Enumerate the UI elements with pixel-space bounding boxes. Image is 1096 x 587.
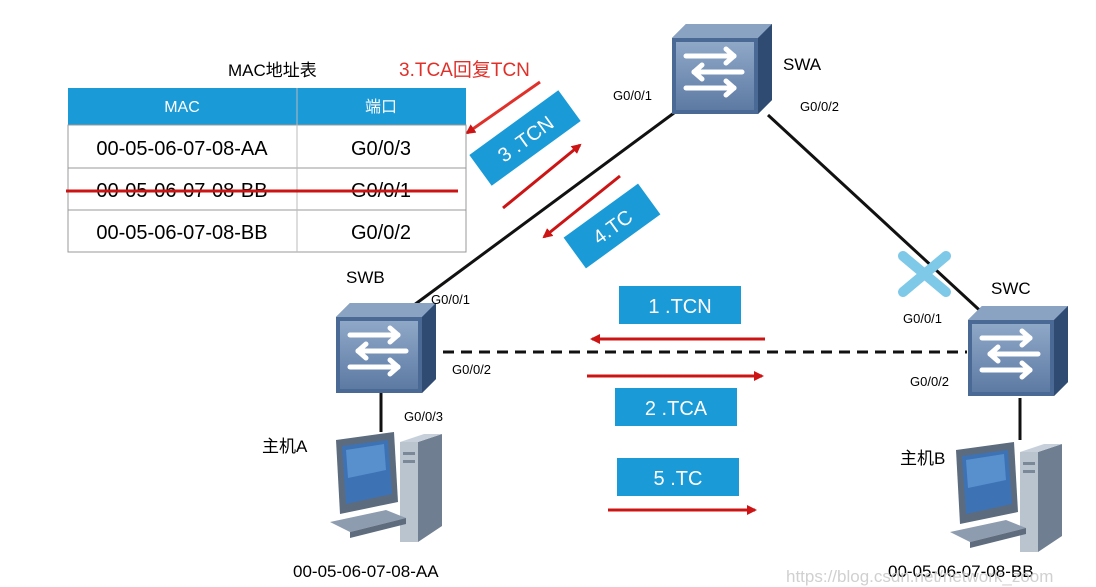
switch-swa-icon[interactable] bbox=[672, 24, 772, 114]
msg-tca2-label: 2 .TCA bbox=[645, 398, 708, 420]
annotation-pointer-arrow bbox=[465, 80, 541, 135]
msg-tc5-label: 5 .TC bbox=[654, 468, 703, 490]
port-col-header: 端口 bbox=[365, 98, 397, 116]
arrow-tcn3 bbox=[502, 143, 582, 210]
swc-port-g002: G0/0/2 bbox=[910, 374, 949, 389]
link-swb-swa bbox=[409, 108, 679, 310]
swb-label: SWB bbox=[346, 268, 385, 287]
arrow-tc4 bbox=[542, 174, 621, 239]
mac-table: MAC 端口 00-05-06-07-08-AA G0/0/3 00-05-06… bbox=[66, 88, 467, 253]
mac-row-3-mac: 00-05-06-07-08-BB bbox=[96, 222, 267, 244]
mac-col-header: MAC bbox=[164, 99, 200, 116]
host-a-pc-icon[interactable] bbox=[330, 432, 442, 542]
mac-table-title: MAC地址表 bbox=[228, 61, 317, 80]
swc-label: SWC bbox=[991, 279, 1031, 298]
msg-tcn1-badge bbox=[619, 286, 741, 324]
swa-port-g001: G0/0/1 bbox=[613, 88, 652, 103]
blocked-port-x-icon bbox=[898, 251, 951, 297]
link-swa-swc bbox=[766, 113, 990, 320]
host-b-mac: 00-05-06-07-08-BB bbox=[888, 562, 1034, 581]
host-b-pc-icon[interactable] bbox=[950, 442, 1062, 552]
mac-row-1-port: G0/0/3 bbox=[351, 138, 411, 160]
tca-reply-annotation: 3.TCA回复TCN bbox=[399, 59, 530, 81]
swc-port-g001: G0/0/1 bbox=[903, 311, 942, 326]
swb-port-g003: G0/0/3 bbox=[404, 409, 443, 424]
host-a-mac: 00-05-06-07-08-AA bbox=[293, 562, 439, 581]
host-b-label: 主机B bbox=[900, 449, 945, 468]
swb-port-g001: G0/0/1 bbox=[431, 292, 470, 307]
msg-tc4-group: 4.TC bbox=[563, 183, 661, 269]
msg-tcn3-badge bbox=[469, 90, 581, 186]
msg-tcn1-label: 1 .TCN bbox=[648, 296, 711, 318]
msg-tc4-badge bbox=[563, 183, 661, 269]
switch-swc-icon[interactable] bbox=[968, 306, 1068, 396]
mac-row-1-mac: 00-05-06-07-08-AA bbox=[96, 138, 268, 160]
mac-table-header-bg bbox=[68, 88, 466, 125]
swa-label: SWA bbox=[783, 55, 822, 74]
switch-swb-icon[interactable] bbox=[336, 303, 436, 393]
swa-port-g002: G0/0/2 bbox=[800, 99, 839, 114]
mac-row-3-port: G0/0/2 bbox=[351, 222, 411, 244]
msg-tc5-badge bbox=[617, 458, 739, 496]
watermark: https://blog.csdn.net/network_zoom bbox=[786, 567, 1053, 586]
mac-table-body bbox=[67, 124, 467, 253]
host-a-label: 主机A bbox=[262, 437, 308, 456]
msg-tca2-badge bbox=[615, 388, 737, 426]
msg-tcn3-group: 3 .TCN bbox=[469, 90, 581, 186]
swb-port-g002: G0/0/2 bbox=[452, 362, 491, 377]
